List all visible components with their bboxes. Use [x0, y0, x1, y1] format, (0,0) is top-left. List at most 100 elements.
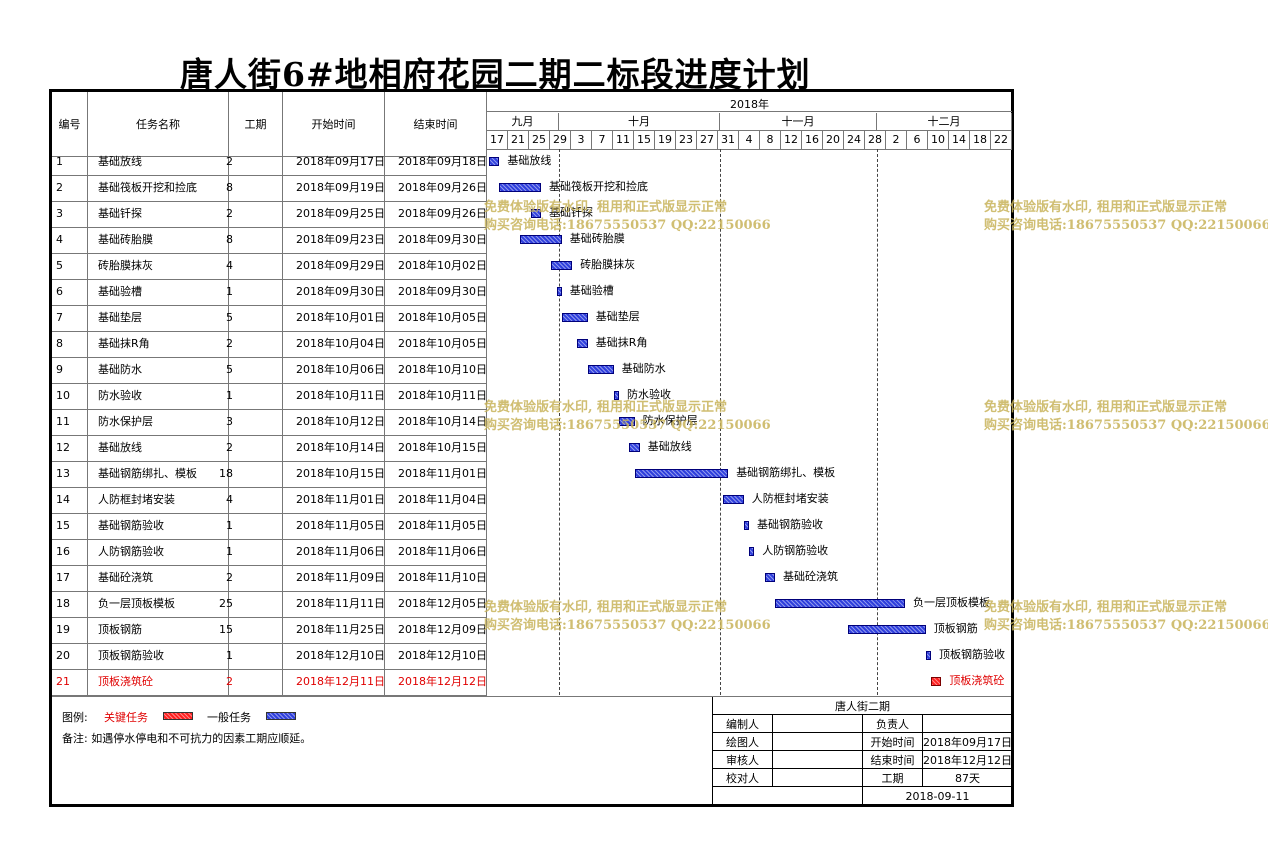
- gantt-bar[interactable]: [749, 547, 755, 556]
- tb-end: 2018年12月12日: [923, 751, 1012, 769]
- timeline-day: 28: [865, 131, 886, 149]
- gantt-bar-label: 基础筏板开挖和捡底: [549, 180, 648, 193]
- cell-duration: 1: [226, 519, 233, 532]
- gantt-bar[interactable]: [561, 313, 588, 322]
- tb-reviewer-label: 审核人: [713, 751, 773, 769]
- cell-task-name: 顶板钢筋: [98, 623, 142, 636]
- timeline-month: 十一月: [720, 113, 877, 131]
- footer-area: 图例: 关键任务 一般任务 备注: 如遇停水停电和不可抗力的因素工期应顺延。 唐…: [52, 696, 1012, 805]
- gantt-bar[interactable]: [530, 209, 541, 218]
- gantt-bar[interactable]: [723, 495, 744, 504]
- cell-start: 2018年09月29日: [296, 259, 385, 272]
- header-no: 编号: [52, 92, 88, 157]
- gantt-bar[interactable]: [925, 651, 931, 660]
- timeline-day: 11: [613, 131, 634, 149]
- cell-duration: 1: [226, 649, 233, 662]
- gantt-bar[interactable]: [577, 339, 588, 348]
- tb-start-label: 开始时间: [863, 733, 923, 751]
- gantt-bar-label: 基础验槽: [569, 284, 614, 297]
- timeline-day: 4: [739, 131, 760, 149]
- cell-start: 2018年11月25日: [296, 623, 385, 636]
- cell-duration: 4: [226, 493, 233, 506]
- cell-duration: 5: [226, 363, 233, 376]
- watermark-line1: 免费体验版有水印, 租用和正式版显示正常: [984, 600, 1228, 615]
- gantt-bar[interactable]: [764, 573, 775, 582]
- cell-end: 2018年11月04日: [398, 493, 487, 506]
- cell-start: 2018年10月11日: [296, 389, 385, 402]
- cell-no: 18: [56, 597, 70, 610]
- gantt-bar[interactable]: [847, 625, 926, 634]
- cell-duration: 25: [219, 597, 233, 610]
- gantt-bar-label: 基础砖胎膜: [569, 232, 625, 245]
- cell-task-name: 防水验收: [98, 389, 142, 402]
- cell-task-name: 基础放线: [98, 155, 142, 168]
- cell-no: 2: [56, 181, 63, 194]
- cell-duration: 2: [226, 337, 233, 350]
- cell-duration: 4: [226, 259, 233, 272]
- gantt-bar[interactable]: [489, 157, 500, 166]
- tb-reviewer: [773, 751, 863, 769]
- cell-no: 6: [56, 285, 63, 298]
- legend-critical-label: 关键任务: [104, 711, 148, 724]
- gantt-bar[interactable]: [499, 183, 541, 192]
- gantt-bar[interactable]: [743, 521, 749, 530]
- cell-end: 2018年10月15日: [398, 441, 487, 454]
- gantt-bar[interactable]: [619, 417, 635, 426]
- cell-end: 2018年12月12日: [398, 675, 487, 688]
- tb-start: 2018年09月17日: [923, 733, 1012, 751]
- cell-task-name: 基础钎探: [98, 207, 142, 220]
- cell-task-name: 负一层顶板模板: [98, 597, 175, 610]
- gantt-bar[interactable]: [629, 443, 640, 452]
- tb-duration-label: 工期: [863, 769, 923, 787]
- cell-end: 2018年10月10日: [398, 363, 487, 376]
- timeline-day: 2: [886, 131, 907, 149]
- cell-task-name: 基础砖胎膜: [98, 233, 153, 246]
- timeline-day: 19: [655, 131, 676, 149]
- gantt-bar[interactable]: [613, 391, 619, 400]
- gantt-bar[interactable]: [587, 365, 614, 374]
- timeline-day: 31: [718, 131, 739, 149]
- cell-no: 14: [56, 493, 70, 506]
- gantt-bar-label: 基础放线: [507, 154, 552, 167]
- cell-task-name: 基础垫层: [98, 311, 142, 324]
- cell-no: 16: [56, 545, 70, 558]
- gantt-bar[interactable]: [551, 261, 573, 270]
- cell-no: 11: [56, 415, 70, 428]
- tb-drafter: [773, 733, 863, 751]
- gantt-bar[interactable]: [556, 287, 562, 296]
- timeline-day: 23: [676, 131, 697, 149]
- cell-task-name: 基础防水: [98, 363, 142, 376]
- gantt-bar[interactable]: [520, 235, 562, 244]
- cell-duration: 1: [226, 545, 233, 558]
- cell-duration: 1: [226, 285, 233, 298]
- gantt-bar[interactable]: [931, 677, 942, 686]
- legend-normal-label: 一般任务: [207, 711, 251, 724]
- gantt-bar-label: 基础抹R角: [595, 336, 648, 349]
- gantt-bar-label: 基础钎探: [549, 206, 593, 219]
- cell-task-name: 基础验槽: [98, 285, 142, 298]
- cell-duration: 5: [226, 311, 233, 324]
- tb-date: 2018-09-11: [905, 789, 970, 803]
- header-task-name: 任务名称: [88, 92, 229, 157]
- cell-task-name: 基础抹R角: [98, 337, 150, 350]
- cell-task-name: 顶板浇筑砼: [98, 675, 153, 688]
- gantt-bar-label: 顶板浇筑砼: [949, 674, 1005, 687]
- cell-end: 2018年12月09日: [398, 623, 487, 636]
- cell-start: 2018年09月17日: [296, 155, 385, 168]
- cell-start: 2018年10月06日: [296, 363, 385, 376]
- gantt-bar-label: 基础垫层: [595, 310, 640, 323]
- cell-duration: 18: [219, 467, 233, 480]
- cell-duration: 1: [226, 389, 233, 402]
- cell-end: 2018年10月14日: [398, 415, 487, 428]
- gantt-bar[interactable]: [775, 599, 905, 608]
- gantt-bar-label: 负一层顶板模板: [913, 596, 990, 609]
- gantt-bar-label: 人防框封堵安装: [751, 492, 829, 505]
- gantt-bar[interactable]: [634, 469, 729, 478]
- legend-label: 图例:: [62, 711, 88, 724]
- cell-end: 2018年11月06日: [398, 545, 487, 558]
